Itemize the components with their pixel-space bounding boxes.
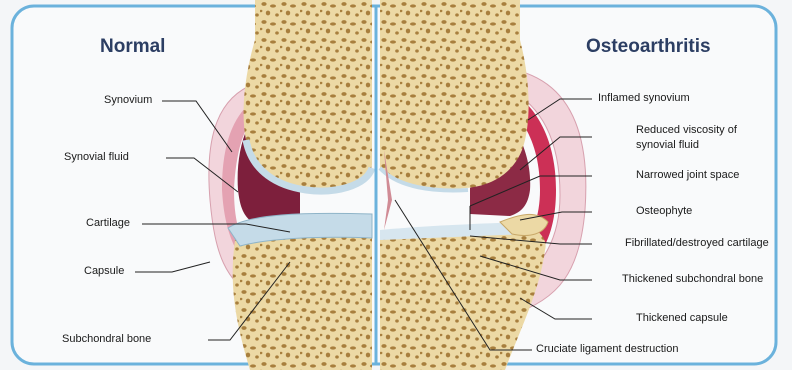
label-fibrillated-cartilage: Fibrillated/destroyed cartilage: [625, 237, 769, 250]
label-narrowed-joint-space: Narrowed joint space: [636, 169, 739, 182]
label-cruciate-ligament: Cruciate ligament destruction: [536, 343, 678, 356]
normal-title: Normal: [100, 36, 165, 58]
label-reduced-viscosity-line1: Reduced viscosity of: [636, 124, 737, 137]
label-subchondral-bone: Subchondral bone: [62, 333, 151, 346]
label-reduced-viscosity-line2: synovial fluid: [636, 139, 699, 152]
label-inflamed-synovium: Inflamed synovium: [598, 92, 690, 105]
label-synovial-fluid: Synovial fluid: [64, 151, 129, 164]
label-cartilage: Cartilage: [86, 217, 130, 230]
label-thickened-subchondral-bone: Thickened subchondral bone: [622, 273, 763, 286]
label-synovium: Synovium: [104, 94, 152, 107]
label-capsule: Capsule: [84, 265, 124, 278]
osteoarthritis-title: Osteoarthritis: [586, 36, 711, 58]
label-osteophyte: Osteophyte: [636, 205, 692, 218]
label-thickened-capsule: Thickened capsule: [636, 312, 728, 325]
